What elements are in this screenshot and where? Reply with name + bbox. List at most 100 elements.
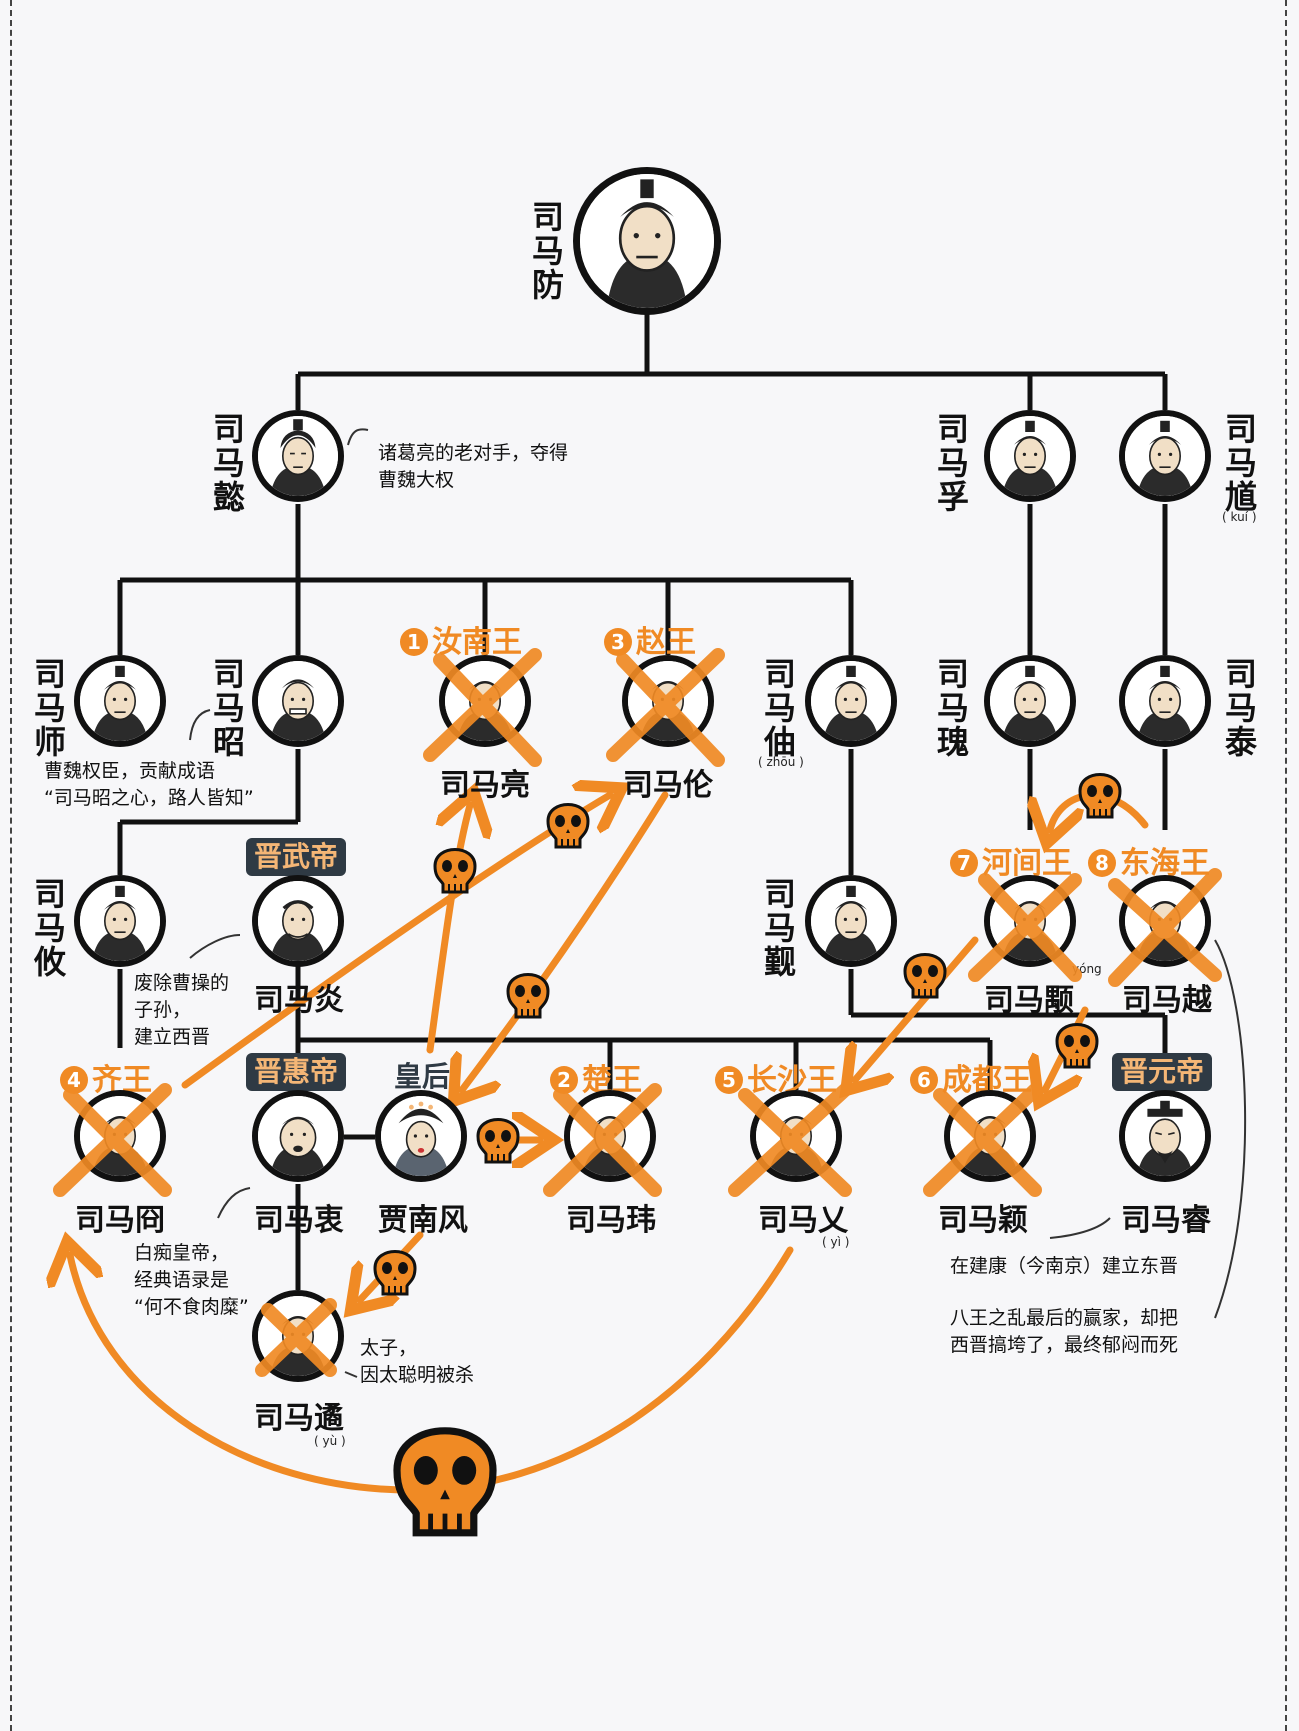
portrait-icon [258, 881, 338, 961]
name-sima-zhong: 司马衷 [254, 1203, 344, 1238]
name-sima-jin: 司马觐 [763, 875, 796, 981]
note-sima-yan: 废除曹操的 子孙， 建立西晋 [134, 972, 230, 1048]
note-sima-zhong: 白痴皇帝， 经典语录是 “何不食肉糜” [134, 1242, 249, 1318]
name-jia-nanfeng: 贾南风 [378, 1203, 468, 1238]
title-huanghou: 皇后 [394, 1060, 451, 1093]
portrait-icon [1125, 661, 1205, 741]
pinyin-sima-yu: ( yù ) [314, 1434, 346, 1448]
badge-number: 5 [715, 1066, 743, 1094]
portrait-icon [990, 661, 1070, 741]
cross-mark-icon [543, 1083, 662, 1197]
name-sima-tai: 司马泰 [1224, 655, 1257, 761]
cross-mark-icon [1108, 868, 1222, 987]
name-sima-zhao: 司马昭 [212, 655, 245, 761]
title-jin-wudi: 晋武帝 [246, 838, 347, 876]
cross-mark-icon [968, 873, 1082, 982]
pinyin-sima-zhou: ( zhōu ) [758, 755, 804, 769]
portrait-sima-zhou [805, 655, 897, 747]
badge-number: 3 [604, 628, 632, 656]
name-sima-ying: 司马颖 [938, 1203, 1028, 1238]
cross-mark-icon [923, 1083, 1042, 1197]
skull-icon [433, 848, 477, 894]
title-text: 汝南王 [432, 625, 522, 660]
portrait-icon [580, 174, 714, 308]
portrait-sima-zhao [252, 655, 344, 747]
portrait-icon [990, 416, 1070, 496]
portrait-icon [258, 1096, 338, 1176]
skull-icon [373, 1250, 417, 1296]
name-sima-you: 司马攸 [33, 875, 66, 981]
portrait-sima-yan [252, 875, 344, 967]
cross-mark-icon [53, 1083, 172, 1197]
name-sima-shi: 司马师 [33, 655, 66, 761]
name-sima-rui: 司马睿 [1121, 1203, 1211, 1238]
portrait-icon [1125, 416, 1205, 496]
note-sima-rui: 在建康（今南京）建立东晋 [950, 1255, 1179, 1277]
portrait-sima-tai [1119, 655, 1211, 747]
skull-icon [506, 973, 550, 1019]
portrait-icon [258, 661, 338, 741]
name-sima-fang: 司马防 [531, 198, 564, 304]
note-sima-yu: 太子， 因太聪明被杀 [360, 1337, 475, 1386]
name-sima-yu: 司马遹 [254, 1401, 344, 1436]
skull-icon [546, 803, 590, 849]
portrait-sima-shi [74, 655, 166, 747]
name-sima-yong: 司马颙 [984, 983, 1074, 1018]
name-sima-zhou: 司马伷 [763, 655, 796, 761]
name-sima-jiong: 司马冏 [75, 1203, 165, 1238]
cross-mark-icon [606, 648, 725, 767]
skull-icon [397, 1431, 493, 1533]
cross-mark-icon [255, 1298, 337, 1377]
cross-mark-icon [423, 648, 542, 767]
name-sima-yi: 司马懿 [212, 410, 245, 516]
name-sima-fu: 司马孚 [936, 410, 969, 516]
portrait-icon [1125, 1096, 1205, 1176]
left-dashed-border [10, 0, 12, 1731]
name-sima-yue: 司马越 [1122, 983, 1212, 1018]
portrait-sima-fang [573, 167, 721, 315]
pinyin-sima-ai: ( yì ) [822, 1235, 850, 1249]
portrait-icon [258, 416, 338, 496]
portrait-sima-zhong [252, 1090, 344, 1182]
portrait-sima-rui [1119, 1090, 1211, 1182]
badge-number: 1 [400, 628, 428, 656]
portrait-sima-yi [252, 410, 344, 502]
portrait-sima-kui [1119, 410, 1211, 502]
name-sima-lun: 司马伦 [623, 768, 713, 803]
name-sima-ai: 司马乂 [758, 1203, 848, 1238]
name-sima-yan: 司马炎 [254, 983, 344, 1018]
badge-number: 6 [910, 1066, 938, 1094]
note-sima-yi: 诸葛亮的老对手，夺得 曹魏大权 [378, 442, 569, 491]
name-sima-gui: 司马瑰 [936, 655, 969, 761]
portrait-sima-you [74, 875, 166, 967]
title-text: 赵王 [636, 625, 696, 660]
badge-number: 8 [1088, 849, 1116, 877]
portrait-icon [811, 661, 891, 741]
title-jin-yuandi: 晋元帝 [1112, 1053, 1213, 1091]
portrait-sima-gui [984, 655, 1076, 747]
right-dashed-border [1285, 0, 1287, 1731]
skull-icon [1078, 773, 1122, 819]
title-jin-huidi: 晋惠帝 [246, 1053, 347, 1091]
pinyin-sima-kui: ( kuí ) [1222, 510, 1257, 524]
portrait-icon [381, 1096, 461, 1176]
skull-icon [1055, 1023, 1099, 1069]
cross-mark-icon [728, 1083, 852, 1197]
portrait-icon [80, 881, 160, 961]
portrait-icon [811, 881, 891, 961]
note-sima-yue: 八王之乱最后的赢家，却把 西晋搞垮了，最终郁闷而死 [950, 1307, 1179, 1356]
skull-icon [903, 953, 947, 999]
portrait-sima-jin [805, 875, 897, 967]
badge-number: 2 [550, 1066, 578, 1094]
portrait-jia-nanfeng [375, 1090, 467, 1182]
skull-icon [476, 1118, 520, 1164]
name-sima-wei: 司马玮 [566, 1203, 656, 1238]
